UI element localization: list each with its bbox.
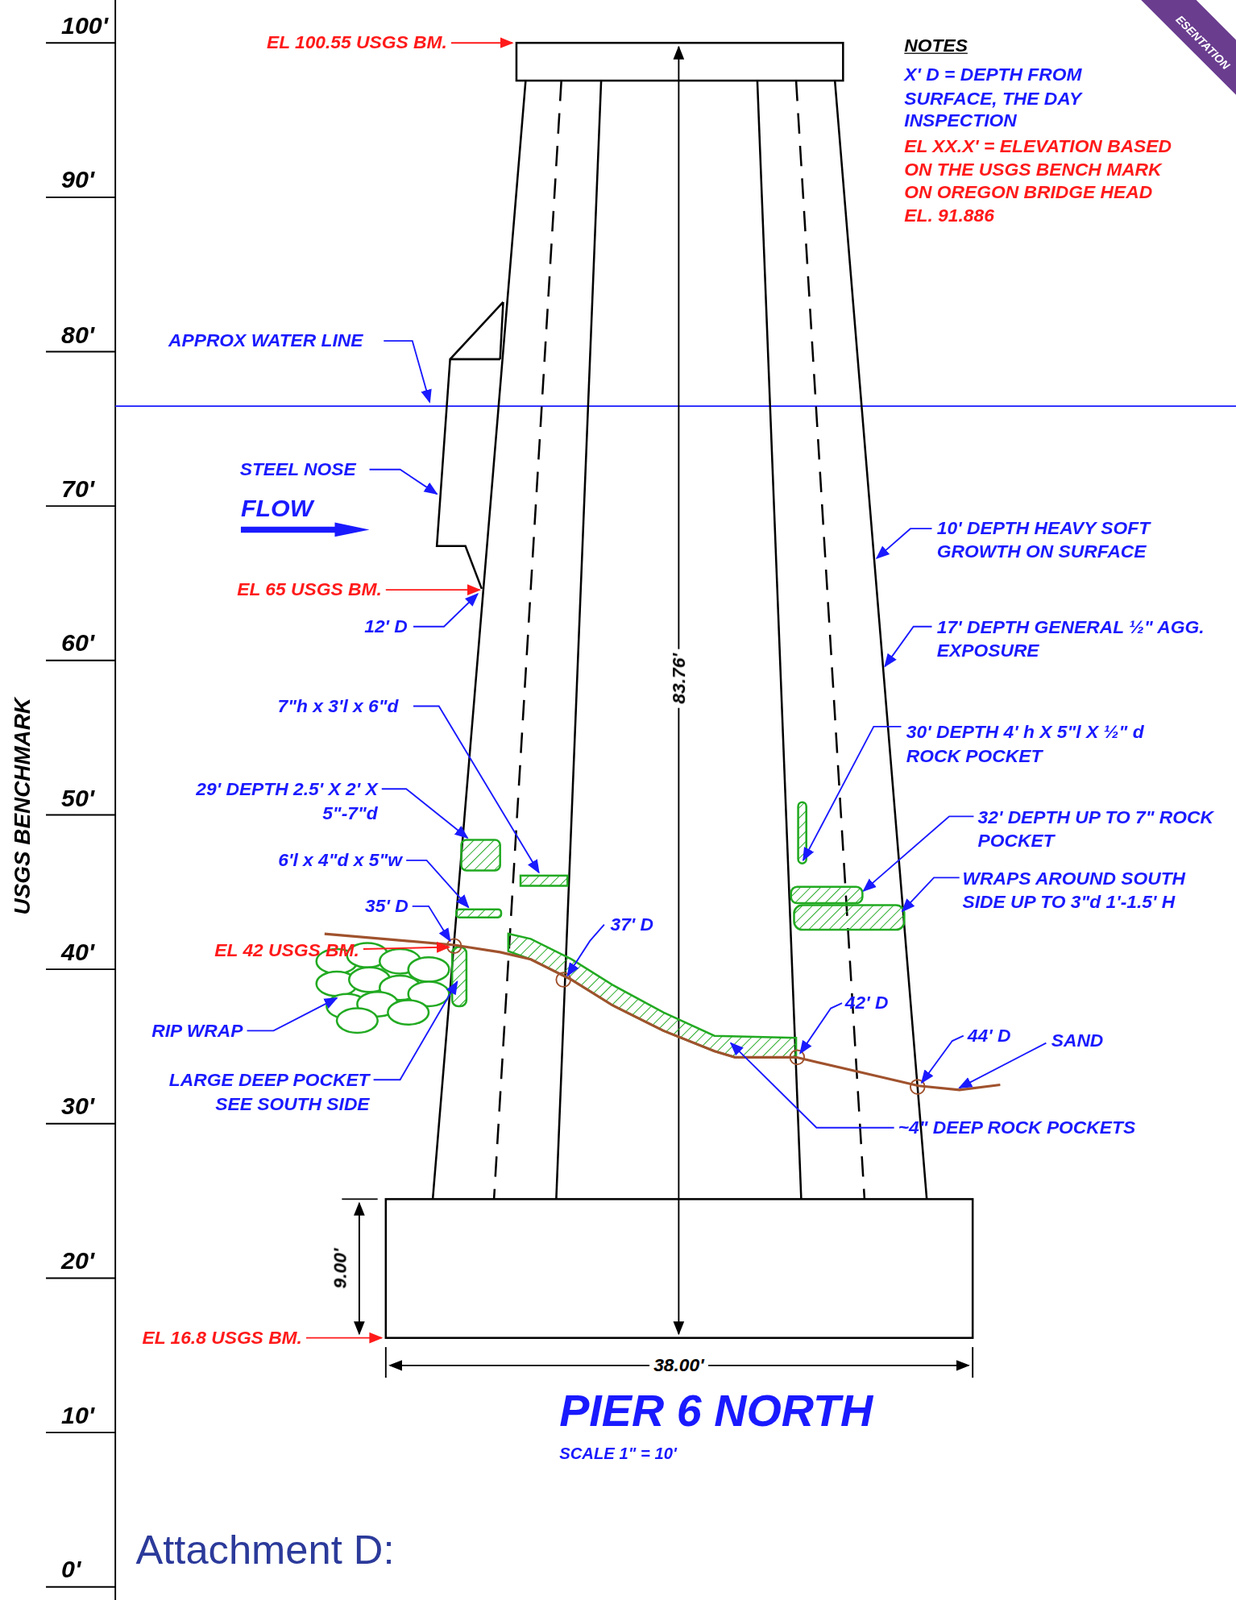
axis-title: USGS BENCHMARK — [8, 697, 37, 915]
depth-points — [447, 938, 925, 1095]
callout-label: 10' DEPTH HEAVY SOFT GROWTH ON SURFACE — [937, 517, 1183, 564]
elevation-label: EL 65 USGS BM. — [236, 578, 382, 602]
pier-cap — [516, 42, 843, 81]
callout-label: 7"h x 3'l x 6"d — [277, 694, 399, 718]
axis-tick-label: 20' — [61, 1245, 95, 1277]
note-text: EL XX.X' = ELEVATION BASED ON THE USGS B… — [904, 134, 1180, 227]
callout-label: SAND — [1051, 1029, 1104, 1054]
axis-tick-label: 80' — [61, 319, 95, 350]
dimension-lines — [341, 46, 973, 1378]
callout-label: 37' D — [609, 912, 654, 937]
caption: Attachment D: — [135, 1523, 395, 1575]
dimension-label: 83.76' — [667, 649, 691, 709]
callout-label: APPROX WATER LINE — [168, 329, 364, 353]
callout-label: 6'l x 4"d x 5"w — [277, 849, 403, 873]
note-text: X' D = DEPTH FROM SURFACE, THE DAY INSPE… — [904, 63, 1124, 133]
callout-label: 32' DEPTH UP TO 7" ROCK POCKET — [978, 805, 1234, 852]
flow-label: FLOW — [240, 493, 313, 524]
notes-heading: NOTES — [904, 34, 968, 59]
axis-tick-label: 60' — [61, 627, 95, 659]
drawing-title: PIER 6 NORTH — [559, 1382, 873, 1440]
pier-shaft — [432, 80, 927, 1199]
elevation-label: EL 16.8 USGS BM. — [141, 1326, 303, 1350]
dimension-label: 38.00' — [649, 1354, 709, 1378]
flow-arrow — [240, 522, 370, 538]
axis-ticks — [45, 42, 116, 1588]
axis-tick-label: 70' — [61, 473, 95, 505]
callout-label: 29' DEPTH 2.5' X 2' X 5"-7"d — [173, 778, 378, 825]
scale-note: SCALE 1" = 10' — [559, 1443, 677, 1465]
axis-tick-label: 90' — [61, 164, 95, 195]
axis-tick-label: 0' — [61, 1554, 81, 1585]
elevation-arrows — [306, 42, 513, 1338]
axis-tick-label: 30' — [61, 1090, 95, 1122]
callout-label: RIP WRAP — [151, 1019, 243, 1043]
callout-label: 44' D — [967, 1024, 1012, 1048]
callout-label: LARGE DEEP POCKET SEE SOUTH SIDE — [149, 1069, 370, 1116]
axis-tick-label: 50' — [61, 782, 95, 813]
elevation-label: EL 42 USGS BM. — [214, 938, 360, 963]
axis-line — [114, 0, 117, 1600]
watermark-band — [1140, 0, 1236, 96]
dimension-label: 9.00' — [328, 1244, 353, 1294]
callout-label: 12' D — [364, 615, 408, 639]
watermark: ESENTATION — [1172, 12, 1232, 73]
water-line — [115, 405, 1236, 407]
mudline — [324, 933, 1001, 1091]
callout-label: STEEL NOSE — [240, 457, 357, 482]
callout-label: 42' D — [845, 991, 889, 1016]
callout-label: WRAPS AROUND SOUTH SIDE UP TO 3"d 1'-1.5… — [962, 866, 1234, 913]
axis-tick-label: 10' — [61, 1400, 95, 1431]
axis-tick-label: 100' — [61, 10, 108, 42]
steel-nose — [436, 302, 503, 589]
axis-tick-label: 40' — [61, 937, 95, 968]
elevation-label: EL 100.55 USGS BM. — [266, 31, 448, 55]
callout-label: 17' DEPTH GENERAL ½" AGG. EXPOSURE — [937, 615, 1208, 662]
callout-label: 35' D — [364, 895, 409, 919]
callout-label: 30' DEPTH 4' h X 5"l X ½" d ROCK POCKET — [906, 721, 1183, 768]
callout-label: ~4" DEEP ROCK POCKETS — [898, 1115, 1136, 1140]
